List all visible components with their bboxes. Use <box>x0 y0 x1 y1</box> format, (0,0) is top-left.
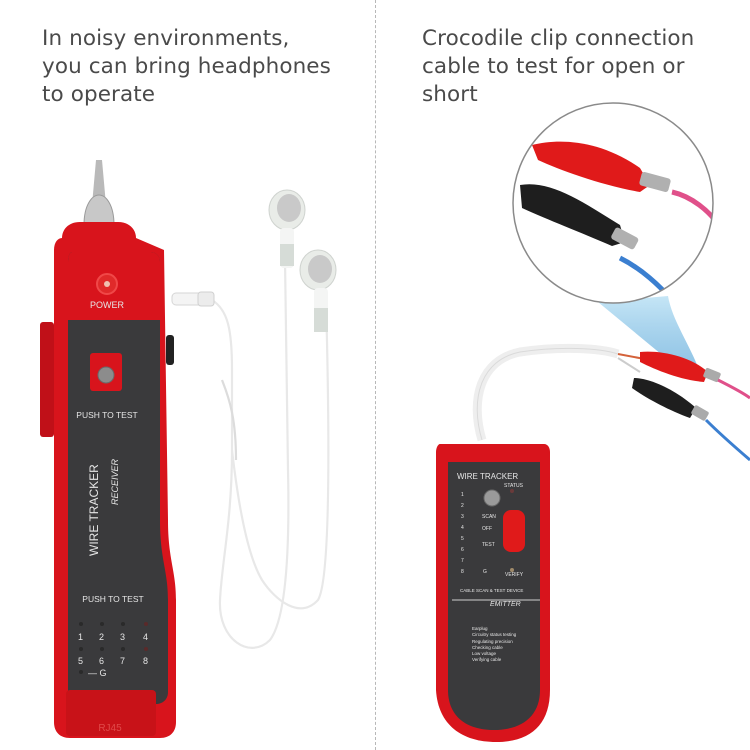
panel-divider <box>375 0 376 750</box>
receiver-device <box>40 222 176 738</box>
led-number: 7 <box>120 656 125 666</box>
emitter-label: EMITTER <box>490 601 521 608</box>
status-label: STATUS <box>504 483 524 489</box>
earbud-left-icon <box>268 189 306 268</box>
push-to-test-bottom-label: PUSH TO TEST <box>82 594 143 604</box>
mode-switch[interactable] <box>503 510 525 552</box>
left-feature-panel: In noisy environments, you can bring hea… <box>40 25 362 738</box>
channel-number: 6 <box>461 547 464 553</box>
power-label: POWER <box>90 300 125 310</box>
heading-line: cable to test for open or <box>422 54 685 79</box>
earbud-right-icon <box>299 249 337 332</box>
receiver-label: RECEIVER <box>110 458 120 505</box>
clip-closeup <box>513 103 713 303</box>
off-label: OFF <box>482 526 492 532</box>
led-number: 5 <box>78 656 83 666</box>
earphone-cable <box>211 259 330 649</box>
channel-number: 2 <box>461 503 464 509</box>
red-crocodile-clip <box>640 351 750 400</box>
magnifier-circle <box>512 102 714 304</box>
test-label: TEST <box>482 542 495 548</box>
led-number: 8 <box>143 656 148 666</box>
led-number: 1 <box>78 632 83 642</box>
heading-line: you can bring headphones <box>42 54 331 79</box>
channel-number: 4 <box>461 525 464 531</box>
led-number: 4 <box>143 632 148 642</box>
feature-item: Earplug <box>472 626 488 631</box>
headphone-jack-icon <box>171 291 215 307</box>
wire-tracker-label: WIRE TRACKER <box>457 472 518 481</box>
wire-tracker-label: WIRE TRACKER <box>87 464 101 556</box>
led-number: 2 <box>99 632 104 642</box>
channel-number: 7 <box>461 558 464 564</box>
push-to-test-label: PUSH TO TEST <box>76 410 137 420</box>
feature-item: Regulating precision <box>472 639 513 644</box>
test-cable <box>472 343 620 442</box>
channel-number: 8 <box>461 569 464 575</box>
right-feature-panel: Crocodile clip connection cable to test … <box>376 0 750 750</box>
heading-line: to operate <box>42 82 156 107</box>
device-line-label: CABLE SCAN & TEST DEVICE <box>460 588 523 593</box>
emitter-with-clips-illustration: WIRE TRACKER STATUS 1 2 3 4 5 6 7 8 G SC… <box>436 102 750 742</box>
heading-line: short <box>422 82 478 107</box>
channel-number: 1 <box>461 492 464 498</box>
ground-label: — G <box>88 668 107 678</box>
port-label: RJ45 <box>98 723 122 734</box>
feature-item: Checking cable <box>472 645 503 650</box>
receiver-with-earphones-illustration: POWER PUSH TO TEST WIRE TRACKER RECEIVER… <box>40 160 337 738</box>
ground-label: G <box>483 569 487 575</box>
channel-number: 5 <box>461 536 464 542</box>
led-number: 6 <box>99 656 104 666</box>
black-crocodile-clip <box>632 378 750 462</box>
heading-line: Crocodile clip connection <box>422 26 695 51</box>
channel-number: 3 <box>461 514 464 520</box>
right-feature-heading: Crocodile clip connection cable to test … <box>422 25 742 109</box>
left-feature-heading: In noisy environments, you can bring hea… <box>42 25 362 109</box>
probe-tip-icon <box>83 160 115 226</box>
heading-line: In noisy environments, <box>42 26 290 51</box>
emitter-device <box>436 444 550 742</box>
scan-label: SCAN <box>482 514 496 520</box>
feature-item: Low voltage <box>472 651 497 656</box>
feature-item: Verifying cable <box>472 657 502 662</box>
led-number: 3 <box>120 632 125 642</box>
feature-item: Circuitry status testing <box>472 632 517 637</box>
verify-label: VERIFY <box>505 572 524 578</box>
